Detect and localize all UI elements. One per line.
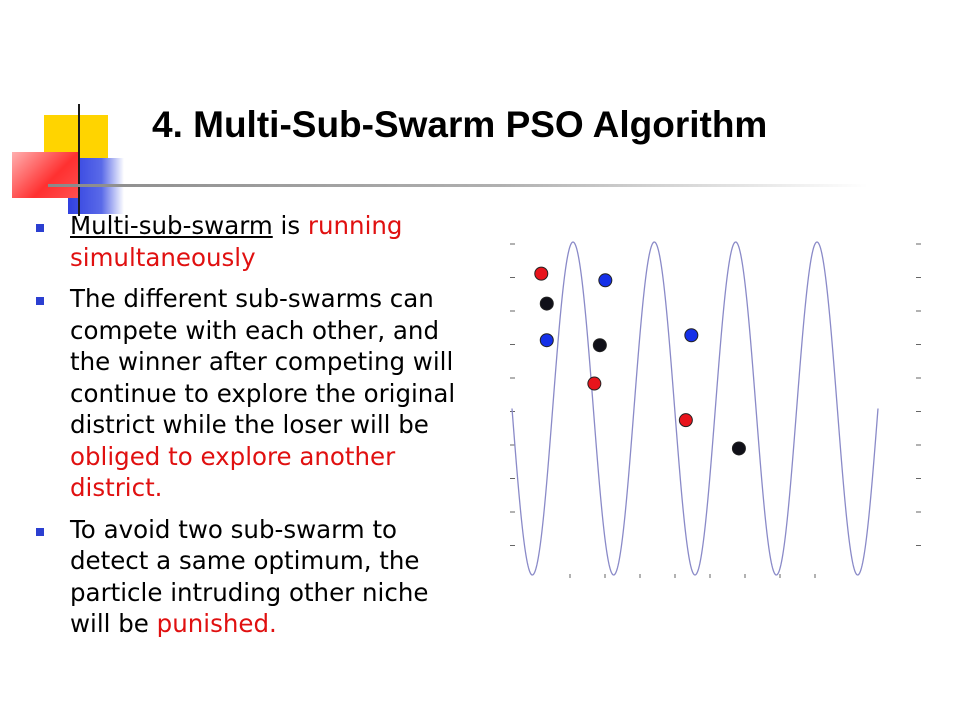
bullet-text-highlight: obliged to explore another district. bbox=[70, 441, 396, 503]
bullet-text-highlight: running simultaneously bbox=[70, 211, 403, 272]
bullet-text: is bbox=[272, 211, 308, 240]
particle-point-red bbox=[678, 413, 693, 428]
square-bullet-icon bbox=[36, 297, 44, 305]
particle-point-blue bbox=[539, 333, 554, 348]
bullet-item: Multi-sub-swarm is running simultaneousl… bbox=[34, 210, 464, 273]
bullet-text: The different sub-swarms can compete wit… bbox=[70, 284, 456, 439]
bullet-text: To avoid two sub-swarm to detect a same … bbox=[70, 514, 429, 639]
bullet-text-highlight: punished. bbox=[156, 609, 277, 638]
sine-curve bbox=[511, 241, 879, 576]
bullet-item: The different sub-swarms can compete wit… bbox=[34, 283, 464, 504]
deco-red-square bbox=[12, 152, 78, 198]
particle-point-red bbox=[534, 266, 549, 281]
particle-point-black bbox=[731, 441, 746, 456]
particle-point-blue bbox=[598, 273, 613, 288]
bullet-text-underlined: Multi-sub-swarm bbox=[70, 211, 273, 240]
deco-vertical-line bbox=[78, 104, 80, 216]
swarm-sine-plot bbox=[510, 241, 921, 578]
bullet-list: Multi-sub-swarm is running simultaneousl… bbox=[34, 210, 464, 650]
bullet-item: To avoid two sub-swarm to detect a same … bbox=[34, 514, 464, 640]
particle-point-blue bbox=[684, 328, 699, 343]
particle-point-black bbox=[539, 296, 554, 311]
slide-title: 4. Multi-Sub-Swarm PSO Algorithm bbox=[152, 104, 768, 145]
particle-point-black bbox=[592, 338, 607, 353]
title-underline-rule bbox=[48, 184, 868, 187]
square-bullet-icon bbox=[36, 224, 44, 232]
particle-point-red bbox=[587, 376, 602, 391]
square-bullet-icon bbox=[36, 527, 44, 536]
